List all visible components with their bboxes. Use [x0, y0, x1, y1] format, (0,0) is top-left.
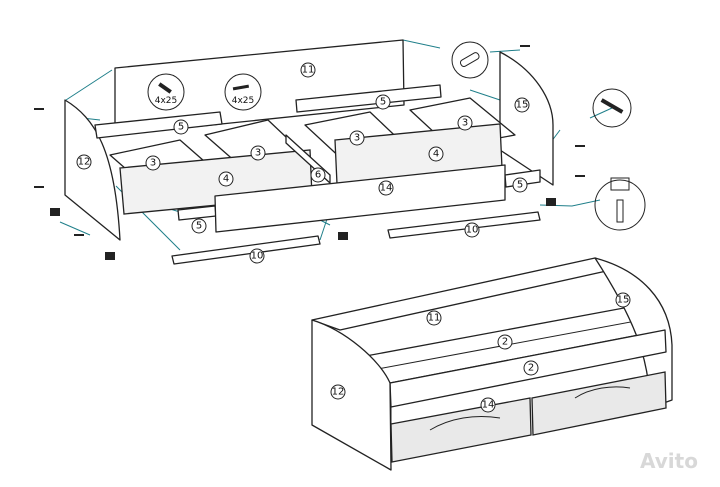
part-label: 4 [428, 146, 444, 162]
foot-icon [338, 232, 348, 240]
side-panel-12 [64, 99, 121, 241]
part-number: 11 [302, 65, 315, 76]
assembled-view: 11 15 2 2 12 14 [311, 257, 673, 471]
part-number: 2 [502, 337, 508, 348]
back-panel-11 [114, 39, 405, 136]
part-label: 11 [426, 310, 442, 326]
part-label: 5 [375, 94, 391, 110]
screw-callout-2: 4x25 [224, 73, 262, 111]
part-number: 10 [251, 251, 264, 262]
exploded-part-labels: 11 15 12 5 5 5 5 3 3 3 3 4 4 6 14 10 10 [76, 62, 530, 264]
part-label: 3 [250, 145, 266, 161]
bolt-icon [600, 98, 624, 114]
part-label: 5 [512, 177, 528, 193]
part-label: 15 [615, 292, 631, 308]
part-label: 5 [191, 218, 207, 234]
rail-5a [94, 111, 223, 139]
screw-size-label: 4x25 [232, 96, 255, 106]
drawer-left [390, 397, 532, 463]
bolt-icon [575, 145, 585, 147]
part-label: 12 [76, 154, 92, 170]
dowel-icon [459, 52, 480, 68]
part-label: 6 [310, 167, 326, 183]
plinth-10b [387, 211, 541, 239]
part-label: 10 [464, 222, 480, 238]
part-number: 14 [482, 400, 495, 411]
part-label: 10 [249, 248, 265, 264]
part-number: 6 [315, 170, 321, 181]
foot-icon [50, 208, 60, 216]
part-number: 12 [78, 157, 91, 168]
part-number: 10 [466, 225, 479, 236]
bolt-callout [592, 88, 632, 128]
part-label: 2 [523, 360, 539, 376]
part-number: 15 [516, 100, 529, 111]
part-number: 3 [255, 148, 261, 159]
part-label: 4 [218, 171, 234, 187]
part-label: 3 [349, 130, 365, 146]
part-number: 4 [433, 149, 439, 160]
part-number: 2 [528, 363, 534, 374]
screw-size-label: 4x25 [155, 96, 178, 106]
part-label: 14 [378, 180, 394, 196]
part-number: 11 [428, 313, 441, 324]
part-number: 5 [178, 122, 184, 133]
drawer-right [531, 371, 667, 436]
part-label: 3 [457, 115, 473, 131]
handle-callout [594, 177, 646, 231]
foot-icon [546, 198, 556, 206]
foot-icon [105, 252, 115, 260]
part-number: 4 [223, 174, 229, 185]
screw-icon [158, 82, 172, 94]
front-rail-14 [214, 164, 506, 233]
screw-callout-1: 4x25 [147, 73, 185, 111]
cam-lock-icon [610, 177, 630, 191]
plinth-10a [171, 235, 321, 265]
part-number: 5 [517, 180, 523, 191]
part-number: 3 [462, 118, 468, 129]
bolt-icon [34, 186, 44, 188]
part-label: 12 [330, 384, 346, 400]
part-label: 2 [497, 334, 513, 350]
part-number: 3 [354, 133, 360, 144]
screw-icon [232, 84, 250, 91]
part-label: 3 [145, 155, 161, 171]
part-number: 5 [380, 97, 386, 108]
fasteners [34, 45, 585, 260]
bolt-icon [520, 45, 530, 47]
part-label: 5 [173, 119, 189, 135]
part-number: 3 [150, 158, 156, 169]
bolt-icon [74, 234, 84, 236]
assembled-part-labels: 11 15 2 2 12 14 [330, 292, 631, 413]
side-panel-15 [499, 51, 554, 186]
part-number: 14 [380, 183, 393, 194]
part-number: 5 [196, 221, 202, 232]
exploded-view: 11 15 12 5 5 5 5 3 3 3 3 4 4 6 14 10 10 … [34, 39, 646, 265]
part-label: 15 [514, 97, 530, 113]
cam-bolt-icon [616, 199, 624, 223]
watermark-text: Avito [640, 449, 698, 473]
dowel-callout [451, 41, 489, 79]
bolt-icon [34, 108, 44, 110]
rail-5b [295, 84, 442, 113]
part-number: 12 [332, 387, 345, 398]
bolt-icon [575, 175, 585, 177]
assembled-side-panel-12 [311, 319, 392, 471]
part-number: 15 [617, 295, 630, 306]
part-label: 11 [300, 62, 316, 78]
part-label: 14 [480, 397, 496, 413]
